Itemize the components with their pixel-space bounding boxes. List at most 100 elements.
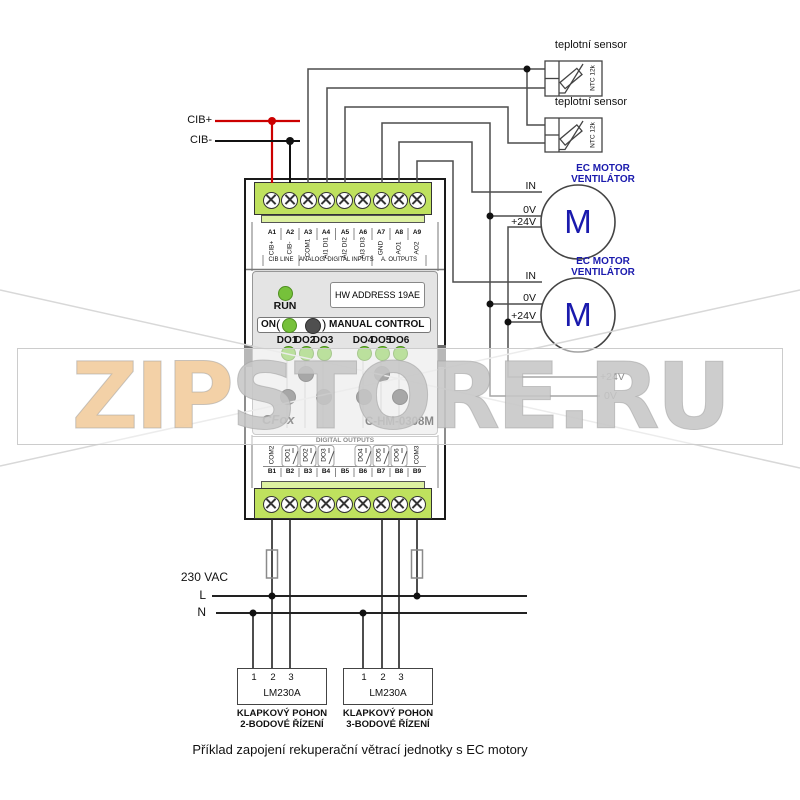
screw-icon [281,191,299,209]
screw-icon [299,191,317,209]
terminal-b4: B4 [321,468,331,475]
do6-button[interactable] [392,389,408,405]
motor1-symbol: M [564,203,592,240]
wire-com1-sensor1 [307,68,545,183]
wire-ao2-in-motor2 [416,160,542,283]
group-cib-line: CIB LINE [268,257,294,263]
motor1-pin-in: IN [525,180,537,192]
signal-ai3: AI3 DI3 [359,237,367,259]
terminal-b9: B9 [412,468,422,475]
thermistor-icon [559,123,583,147]
screw-icon [336,191,353,209]
screw-icon [390,495,408,513]
act1-model: LM230A [263,688,301,699]
on-label: ON [261,319,276,330]
sensor2-label: teplotní sensor [554,96,628,108]
actuator-box-2: 1 2 3 LM230A [343,668,433,705]
line-n-label: N [197,605,206,619]
terminal-b1: B1 [267,468,277,475]
terminal-b3: B3 [303,468,313,475]
screw-icon [354,191,372,209]
terminal-a4: A4 [321,229,331,236]
signal-do3: DO3 [320,448,328,462]
screw-icon [409,495,426,513]
signal-gnd: GND [377,240,385,256]
screw-icon [336,495,353,513]
manual-control-button[interactable] [305,317,321,334]
terminal-b6: B6 [358,468,368,475]
paren-close: ) [322,317,327,332]
signal-com2: COM2 [268,445,276,465]
top-screw-row [263,191,426,209]
signal-ao2: AO2 [413,241,421,255]
fuse-icon [410,549,424,579]
do1-led [280,346,296,361]
mains-voltage-label: 230 VAC [180,570,228,584]
terminal-b5: B5 [340,468,350,475]
signal-do5: DO5 [375,448,383,462]
group-analog-inputs: ANALOG/ DIGITAL INPUTS [299,257,374,263]
motor2-pin-0v: 0V [523,292,536,304]
screw-icon [299,495,317,513]
actuator-box-1: 1 2 3 LM230A [237,668,327,705]
signal-com1: COM1 [304,238,312,258]
temp-sensor-2 [544,117,603,153]
terminal-a5: A5 [340,229,350,236]
power-wires [212,519,527,668]
signal-ai2: AI2 DI2 [341,237,349,259]
do3-led [316,346,332,361]
do4-button[interactable] [356,389,372,405]
bottom-screw-row [263,495,426,513]
screw-icon [372,191,390,209]
signal-do6: DO6 [393,448,401,462]
motor1-title-2: VENTILÁTOR [571,174,635,185]
group-a-outputs: A. OUTPUTS [380,257,417,263]
motor2-pin-in: IN [525,270,537,282]
relay-contact-icons [292,448,408,465]
run-led [278,286,293,301]
diagram-caption: Příklad zapojení rekuperační větrací jed… [192,742,528,757]
supply-24v-label: +24V [600,371,625,383]
paren-open: ( [276,317,281,332]
act2-model: LM230A [369,688,407,699]
motor-circle-1 [540,184,616,260]
do4-led [356,346,372,361]
on-led[interactable] [282,318,297,333]
relay-cells [281,445,408,467]
digital-outputs-label: DIGITAL OUTPUTS [315,437,375,444]
screw-icon [390,191,408,209]
top-terminal-strip [261,214,425,223]
signal-cib-minus: CIB- [286,241,294,255]
terminal-a3: A3 [303,229,313,236]
wire-ao1-in-motor1 [398,141,542,193]
temp-sensor-1 [544,60,603,97]
wire-ai2 [344,106,545,183]
act1-terminal-2: 2 [270,672,276,683]
terminal-a7: A7 [376,229,386,236]
terminal-b7: B7 [376,468,386,475]
do6-led [392,346,408,361]
screw-icon [317,191,335,209]
screw-icon [372,495,390,513]
do2-button[interactable] [298,366,314,382]
manual-control-label: MANUAL CONTROL [329,319,425,330]
supply-0v-label: 0V [604,390,617,402]
sensor1-type: NTC 12k [589,65,597,91]
signal-do4: DO4 [357,448,365,462]
model-label: C-HM-0308M [364,416,434,428]
do3-button[interactable] [316,389,332,405]
act2-terminal-2: 2 [380,672,386,683]
motor2-pin-24v: +24V [511,310,536,322]
screw-icon [263,191,280,209]
do5-led [374,346,390,361]
signal-com3: COM3 [413,445,421,465]
terminal-a6: A6 [358,229,368,236]
terminal-a8: A8 [394,229,404,236]
signal-cib-plus: CIB+ [268,240,276,256]
sensor2-type: NTC 12k [589,122,597,148]
do6-label: DO6 [388,335,410,346]
cib-minus-wire [215,140,300,183]
do1-button[interactable] [280,389,296,405]
brand-logo: CFox [262,412,295,427]
do5-button[interactable] [374,366,390,382]
